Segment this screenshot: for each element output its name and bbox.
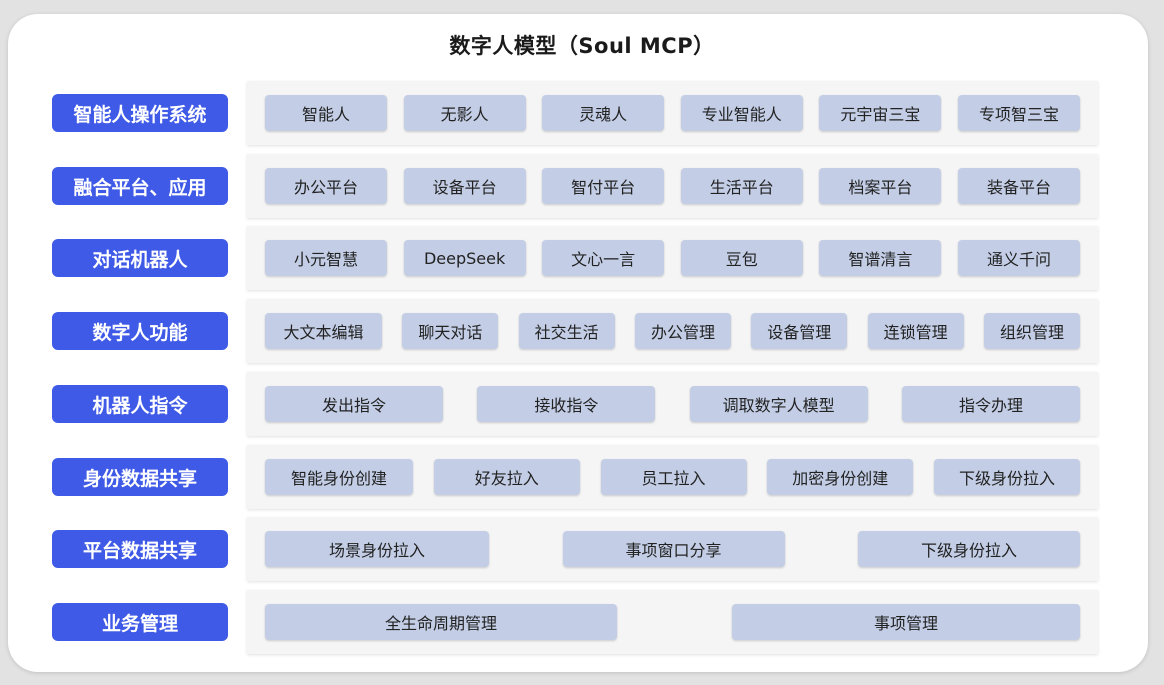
- item-box: 大文本编辑: [265, 313, 382, 349]
- item-box: 智能身份创建: [265, 459, 413, 495]
- item-box: 生活平台: [680, 168, 803, 204]
- row-panel: 发出指令接收指令调取数字人模型指令办理: [247, 372, 1098, 436]
- item-box: 连锁管理: [867, 313, 964, 349]
- row-panel: 智能人无影人灵魂人专业智能人元宇宙三宝专项智三宝: [247, 81, 1098, 145]
- row-platform: 融合平台、应用 办公平台设备平台智付平台生活平台档案平台装备平台: [52, 154, 1098, 218]
- item-list: 办公平台设备平台智付平台生活平台档案平台装备平台: [265, 168, 1080, 204]
- item-list: 小元智慧 DeepSeek 文心一言豆包智谱清言通义千问: [265, 240, 1080, 276]
- item-box: 事项窗口分享: [562, 531, 785, 567]
- item-box: 好友拉入: [433, 459, 580, 495]
- item-box: 智能人: [265, 95, 387, 131]
- item-box: 组织管理: [983, 313, 1080, 349]
- item-box: 加密身份创建: [767, 459, 914, 495]
- item-list: 大文本编辑聊天对话社交生活办公管理设备管理连锁管理组织管理: [265, 313, 1080, 349]
- row-panel: 全生命周期管理 事项管理: [247, 590, 1098, 654]
- item-box: 调取数字人模型: [689, 386, 868, 422]
- item-box: 档案平台: [819, 168, 942, 204]
- item-box: 发出指令: [265, 386, 443, 422]
- row-commands: 机器人指令 发出指令接收指令调取数字人模型指令办理: [52, 372, 1098, 436]
- row-chatbot: 对话机器人 小元智慧 DeepSeek 文心一言豆包智谱清言通义千问: [52, 226, 1098, 290]
- item-box: 全生命周期管理: [265, 604, 617, 640]
- row-panel: 大文本编辑聊天对话社交生活办公管理设备管理连锁管理组织管理: [247, 299, 1098, 363]
- item-box: 设备平台: [403, 168, 526, 204]
- item-box: 员工拉入: [600, 459, 747, 495]
- row-label: 对话机器人: [52, 239, 228, 277]
- row-label: 业务管理: [52, 603, 228, 641]
- item-box: 小元智慧: [265, 240, 387, 276]
- item-box: 办公管理: [634, 313, 731, 349]
- item-box: 场景身份拉入: [265, 531, 489, 567]
- row-os: 智能人操作系统 智能人无影人灵魂人专业智能人元宇宙三宝专项智三宝: [52, 81, 1098, 145]
- item-box: 接收指令: [477, 386, 656, 422]
- row-label: 身份数据共享: [52, 458, 228, 496]
- item-list: 发出指令接收指令调取数字人模型指令办理: [265, 386, 1080, 422]
- item-box: 社交生活: [518, 313, 615, 349]
- row-panel: 场景身份拉入 事项窗口分享 下级身份拉入: [247, 517, 1098, 581]
- item-box: 智谱清言: [819, 240, 942, 276]
- item-list: 全生命周期管理 事项管理: [265, 604, 1080, 640]
- item-box: 设备管理: [751, 313, 848, 349]
- item-box: 灵魂人: [542, 95, 665, 131]
- item-box: 无影人: [403, 95, 526, 131]
- item-box: 办公平台: [265, 168, 387, 204]
- item-list: 智能身份创建好友拉入员工拉入加密身份创建下级身份拉入: [265, 459, 1080, 495]
- item-box: 智付平台: [542, 168, 665, 204]
- item-box: 事项管理: [732, 604, 1080, 640]
- item-box: 装备平台: [957, 168, 1080, 204]
- item-box: 元宇宙三宝: [819, 95, 942, 131]
- row-label: 平台数据共享: [52, 530, 228, 568]
- item-box: 豆包: [680, 240, 803, 276]
- row-identity-share: 身份数据共享 智能身份创建好友拉入员工拉入加密身份创建下级身份拉入: [52, 445, 1098, 509]
- row-label: 融合平台、应用: [52, 167, 228, 205]
- item-box: 专业智能人: [680, 95, 803, 131]
- row-functions: 数字人功能 大文本编辑聊天对话社交生活办公管理设备管理连锁管理组织管理: [52, 299, 1098, 363]
- item-box: 下级身份拉入: [858, 531, 1080, 567]
- row-label: 数字人功能: [52, 312, 228, 350]
- row-platform-share: 平台数据共享 场景身份拉入 事项窗口分享 下级身份拉入: [52, 517, 1098, 581]
- row-label: 智能人操作系统: [52, 94, 228, 132]
- item-box: 专项智三宝: [957, 95, 1080, 131]
- row-business: 业务管理 全生命周期管理 事项管理: [52, 590, 1098, 654]
- item-box: DeepSeek: [403, 240, 526, 276]
- item-box: 聊天对话: [402, 313, 499, 349]
- item-list: 场景身份拉入 事项窗口分享 下级身份拉入: [265, 531, 1080, 567]
- row-panel: 办公平台设备平台智付平台生活平台档案平台装备平台: [247, 154, 1098, 218]
- row-panel: 小元智慧 DeepSeek 文心一言豆包智谱清言通义千问: [247, 226, 1098, 290]
- item-box: 下级身份拉入: [934, 459, 1080, 495]
- row-label: 机器人指令: [52, 385, 228, 423]
- item-box: 指令办理: [901, 386, 1080, 422]
- item-box: 文心一言: [542, 240, 665, 276]
- item-list: 智能人无影人灵魂人专业智能人元宇宙三宝专项智三宝: [265, 95, 1080, 131]
- diagram-title: 数字人模型（Soul MCP）: [449, 34, 715, 58]
- row-panel: 智能身份创建好友拉入员工拉入加密身份创建下级身份拉入: [247, 445, 1098, 509]
- item-box: 通义千问: [957, 240, 1080, 276]
